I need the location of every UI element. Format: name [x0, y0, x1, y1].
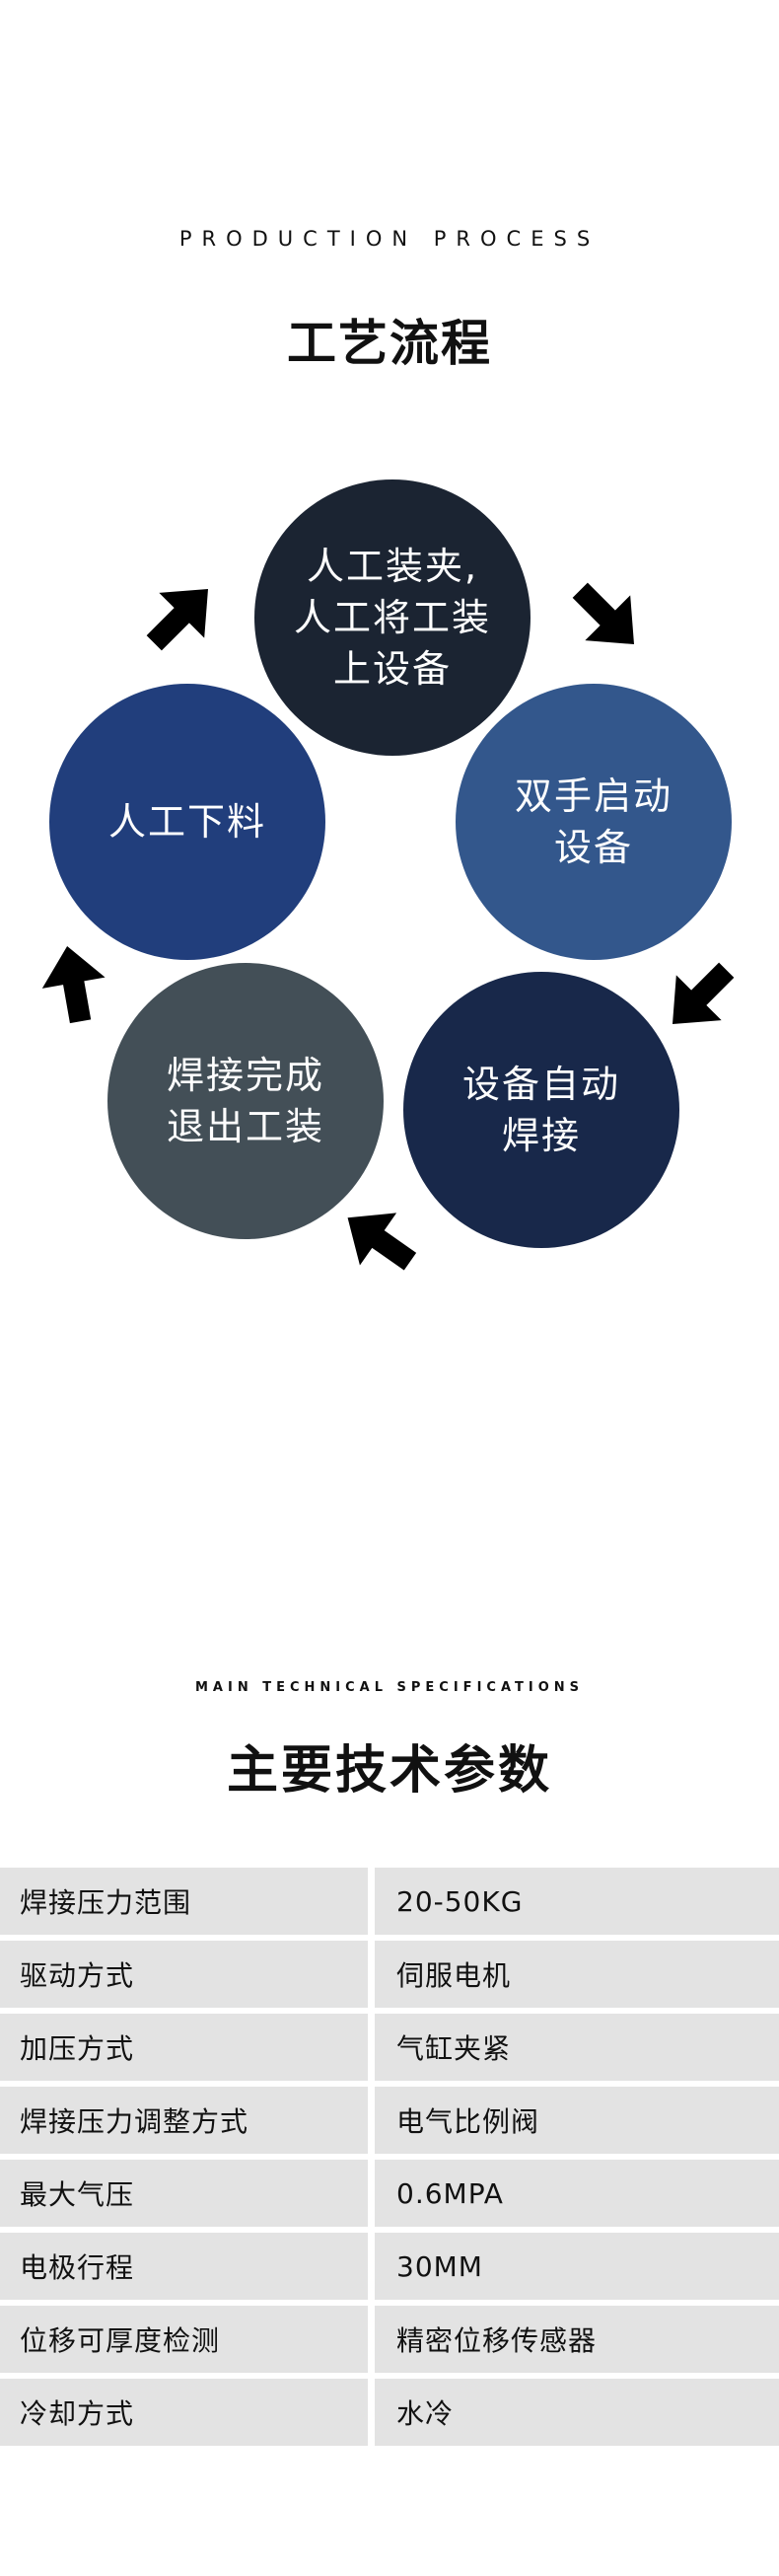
spec-name: 位移可厚度检测 — [0, 2306, 368, 2373]
table-row: 焊接压力范围 20-50KG — [0, 1868, 779, 1935]
spec-name: 焊接压力范围 — [0, 1868, 368, 1935]
process-title-en: PRODUCTION PROCESS — [178, 227, 601, 251]
table-row: 电极行程 30MM — [0, 2233, 779, 2300]
spec-name: 焊接压力调整方式 — [0, 2087, 368, 2154]
process-step-exit: 焊接完成 退出工装 — [107, 963, 384, 1239]
step-text-line: 焊接 — [501, 1114, 581, 1157]
spec-name: 电极行程 — [0, 2233, 368, 2300]
specs-title-en: MAIN TECHNICAL SPECIFICATIONS — [195, 1680, 584, 1695]
spec-value: 精密位移传感器 — [375, 2306, 779, 2373]
step-text-line: 设备 — [553, 826, 633, 869]
step-text-line: 退出工装 — [166, 1105, 324, 1148]
spec-value: 30MM — [375, 2233, 779, 2300]
arrow-icon — [23, 933, 125, 1036]
spec-name: 冷却方式 — [0, 2379, 368, 2446]
spec-value: 伺服电机 — [375, 1941, 779, 2008]
spec-value: 20-50KG — [375, 1868, 779, 1935]
table-row: 冷却方式 水冷 — [0, 2379, 779, 2446]
table-row: 加压方式 气缸夹紧 — [0, 2014, 779, 2081]
specs-title: 主要技术参数 — [226, 1741, 552, 1801]
step-text-line: 人工装夹, — [306, 545, 479, 588]
step-text-line: 人工下料 — [107, 800, 266, 844]
spec-name: 最大气压 — [0, 2160, 368, 2227]
table-row: 位移可厚度检测 精密位移传感器 — [0, 2306, 779, 2373]
step-text-line: 焊接完成 — [166, 1054, 324, 1097]
arrow-icon — [117, 553, 243, 679]
table-row: 最大气压 0.6MPA — [0, 2160, 779, 2227]
table-row: 焊接压力调整方式 电气比例阀 — [0, 2087, 779, 2154]
arrow-icon — [637, 933, 762, 1059]
spec-value: 水冷 — [375, 2379, 779, 2446]
step-text-line: 设备自动 — [461, 1063, 620, 1106]
process-step-start: 双手启动 设备 — [456, 684, 732, 960]
arrow-icon — [543, 553, 669, 679]
spec-name: 驱动方式 — [0, 1941, 368, 2008]
spec-value: 0.6MPA — [375, 2160, 779, 2227]
step-text-line: 上设备 — [332, 647, 452, 691]
step-text-line: 人工将工装 — [293, 596, 491, 639]
process-step-unload: 人工下料 — [49, 684, 325, 960]
spec-name: 加压方式 — [0, 2014, 368, 2081]
process-step-load: 人工装夹, 人工将工装 上设备 — [254, 479, 531, 756]
table-row: 驱动方式 伺服电机 — [0, 1941, 779, 2008]
process-step-weld: 设备自动 焊接 — [403, 972, 679, 1248]
spec-value: 电气比例阀 — [375, 2087, 779, 2154]
process-title: 工艺流程 — [287, 315, 492, 372]
arrow-icon — [318, 1178, 441, 1301]
spec-value: 气缸夹紧 — [375, 2014, 779, 2081]
step-text-line: 双手启动 — [514, 774, 673, 818]
